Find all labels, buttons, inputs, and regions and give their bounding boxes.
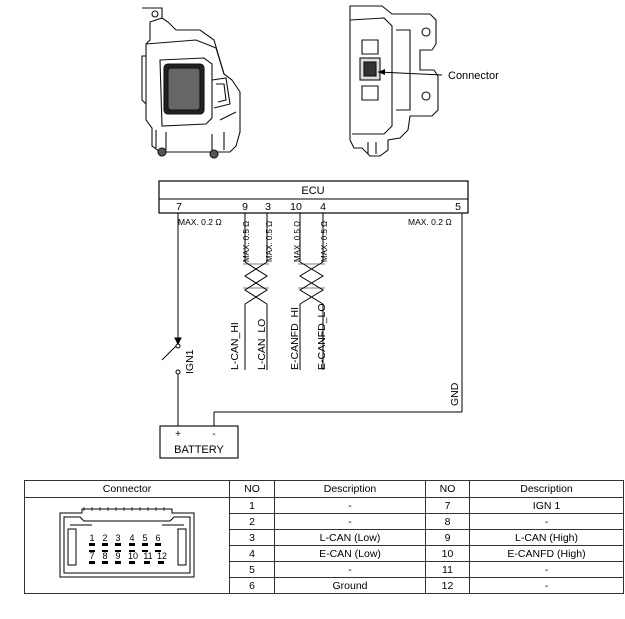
pin-desc-cell: L-CAN (Low) — [274, 529, 426, 546]
battery-box: + - BATTERY — [159, 425, 239, 459]
ecu-pin-9-label: 9 — [242, 201, 248, 213]
wire-label-l-can-lo: L-CAN_LO — [256, 319, 268, 370]
resistance-label-pin4: MAX. 0.5 Ω — [320, 221, 329, 262]
l-can-twisted-pair — [243, 213, 269, 370]
ecu-pin-5-label: 5 — [455, 201, 461, 213]
connector-pin-11-label: 11 — [143, 551, 152, 561]
header-no: NO — [229, 480, 275, 498]
pin-desc-cell: E-CAN (Low) — [274, 545, 426, 562]
connector-pin-3-label: 3 — [115, 533, 120, 543]
resistance-label-pin7: MAX. 0.2 Ω — [178, 217, 222, 227]
pin-no-cell: 10 — [425, 545, 470, 562]
header-description-2: Description — [469, 480, 624, 498]
ecu-pin-7-label: 7 — [176, 201, 182, 213]
wire-label-e-canfd-lo: E-CANFD_LO — [316, 303, 328, 370]
resistance-label-pin5: MAX. 0.2 Ω — [408, 217, 452, 227]
pin-no-cell: 1 — [229, 497, 275, 514]
battery-minus-terminal: - — [212, 429, 215, 440]
ecu-pin-10-label: 10 — [290, 201, 302, 213]
ign1-circuit — [161, 213, 182, 426]
ecu-pin-4-label: 4 — [320, 201, 326, 213]
pin-desc-cell: - — [274, 561, 426, 578]
connector-face-cell: 1 2 3 4 5 6 7 8 9 10 11 12 — [24, 497, 230, 594]
connector-callout-arrow — [378, 69, 385, 75]
ecu-pin-3-label: 3 — [265, 201, 271, 213]
connector-pin-6-label: 6 — [155, 533, 160, 543]
wire-label-gnd: GND — [449, 382, 461, 406]
header-no-2: NO — [425, 480, 470, 498]
wiring-diagram: Connector ECU 7 9 3 10 4 5 MAX. 0.2 Ω MA… — [141, 5, 499, 459]
pin-desc-cell: E-CANFD (High) — [469, 545, 624, 562]
pin-no-cell: 3 — [229, 529, 275, 546]
table-row: 1 2 3 4 5 6 7 8 9 10 11 12 — [24, 497, 624, 594]
connector-pin-4-label: 4 — [129, 533, 134, 543]
pin-desc-cell: - — [274, 513, 426, 530]
ecu-module-side-image — [349, 5, 439, 157]
connector-pin-12-label: 12 — [157, 551, 167, 561]
connector-callout-label: Connector — [448, 70, 499, 82]
e-canfd-twisted-pair — [298, 213, 325, 370]
wire-label-e-canfd-hi: E-CANFD_HI — [289, 307, 301, 370]
ecu-title: ECU — [301, 185, 324, 197]
pin-no-cell: 6 — [229, 577, 275, 594]
pin-desc-cell: - — [469, 577, 624, 594]
pin-no-cell: 9 — [425, 529, 470, 546]
header-description: Description — [274, 480, 426, 498]
resistance-label-pin10: MAX. 0.5 Ω — [293, 221, 302, 262]
ecu-module-perspective-image — [141, 7, 241, 159]
pin-desc-cell: Ground — [274, 577, 426, 594]
pin-desc-cell: - — [274, 497, 426, 514]
pin-no-cell: 4 — [229, 545, 275, 562]
connector-callout-line — [377, 71, 443, 76]
connector-pin-8-label: 8 — [102, 551, 107, 561]
wire-label-l-can-hi: L-CAN_HI — [229, 322, 241, 370]
connector-pin-7-label: 7 — [89, 551, 94, 561]
pin-desc-cell: - — [469, 513, 624, 530]
pin-no-cell: 11 — [425, 561, 470, 578]
gnd-circuit — [213, 213, 463, 426]
connector-pin-9-label: 9 — [115, 551, 120, 561]
connector-pin-1-label: 1 — [89, 533, 94, 543]
pin-desc-cell: IGN 1 — [469, 497, 624, 514]
connector-pin-2-label: 2 — [102, 533, 107, 543]
pin-no-cell: 7 — [425, 497, 470, 514]
pin-no-cell: 5 — [229, 561, 275, 578]
connector-face-icon: 1 2 3 4 5 6 7 8 9 10 11 12 — [59, 506, 195, 577]
wire-label-ign1: IGN1 — [184, 349, 196, 374]
table-header-row: Connector NO Description NO Description — [24, 480, 624, 498]
pin-description-table: Connector NO Description NO Description — [24, 480, 624, 594]
table-row: 4 E-CAN (Low) 10 E-CANFD (High) — [25, 545, 624, 562]
resistance-label-pin9: MAX. 0.5 Ω — [242, 221, 251, 262]
pin-no-cell: 2 — [229, 513, 275, 530]
pin-desc-cell: - — [469, 561, 624, 578]
ecu-box: ECU 7 9 3 10 4 5 — [158, 180, 469, 214]
pin-no-cell: 8 — [425, 513, 470, 530]
resistance-label-pin3: MAX. 0.5 Ω — [265, 221, 274, 262]
connector-pin-10-label: 10 — [128, 551, 138, 561]
battery-plus-terminal: + — [175, 429, 181, 440]
pin-desc-cell: L-CAN (High) — [469, 529, 624, 546]
battery-label: BATTERY — [174, 444, 224, 456]
table-row: 6 Ground 12 - — [25, 577, 624, 594]
connector-pin-5-label: 5 — [142, 533, 147, 543]
pin-no-cell: 12 — [425, 577, 470, 594]
header-connector: Connector — [24, 480, 230, 498]
